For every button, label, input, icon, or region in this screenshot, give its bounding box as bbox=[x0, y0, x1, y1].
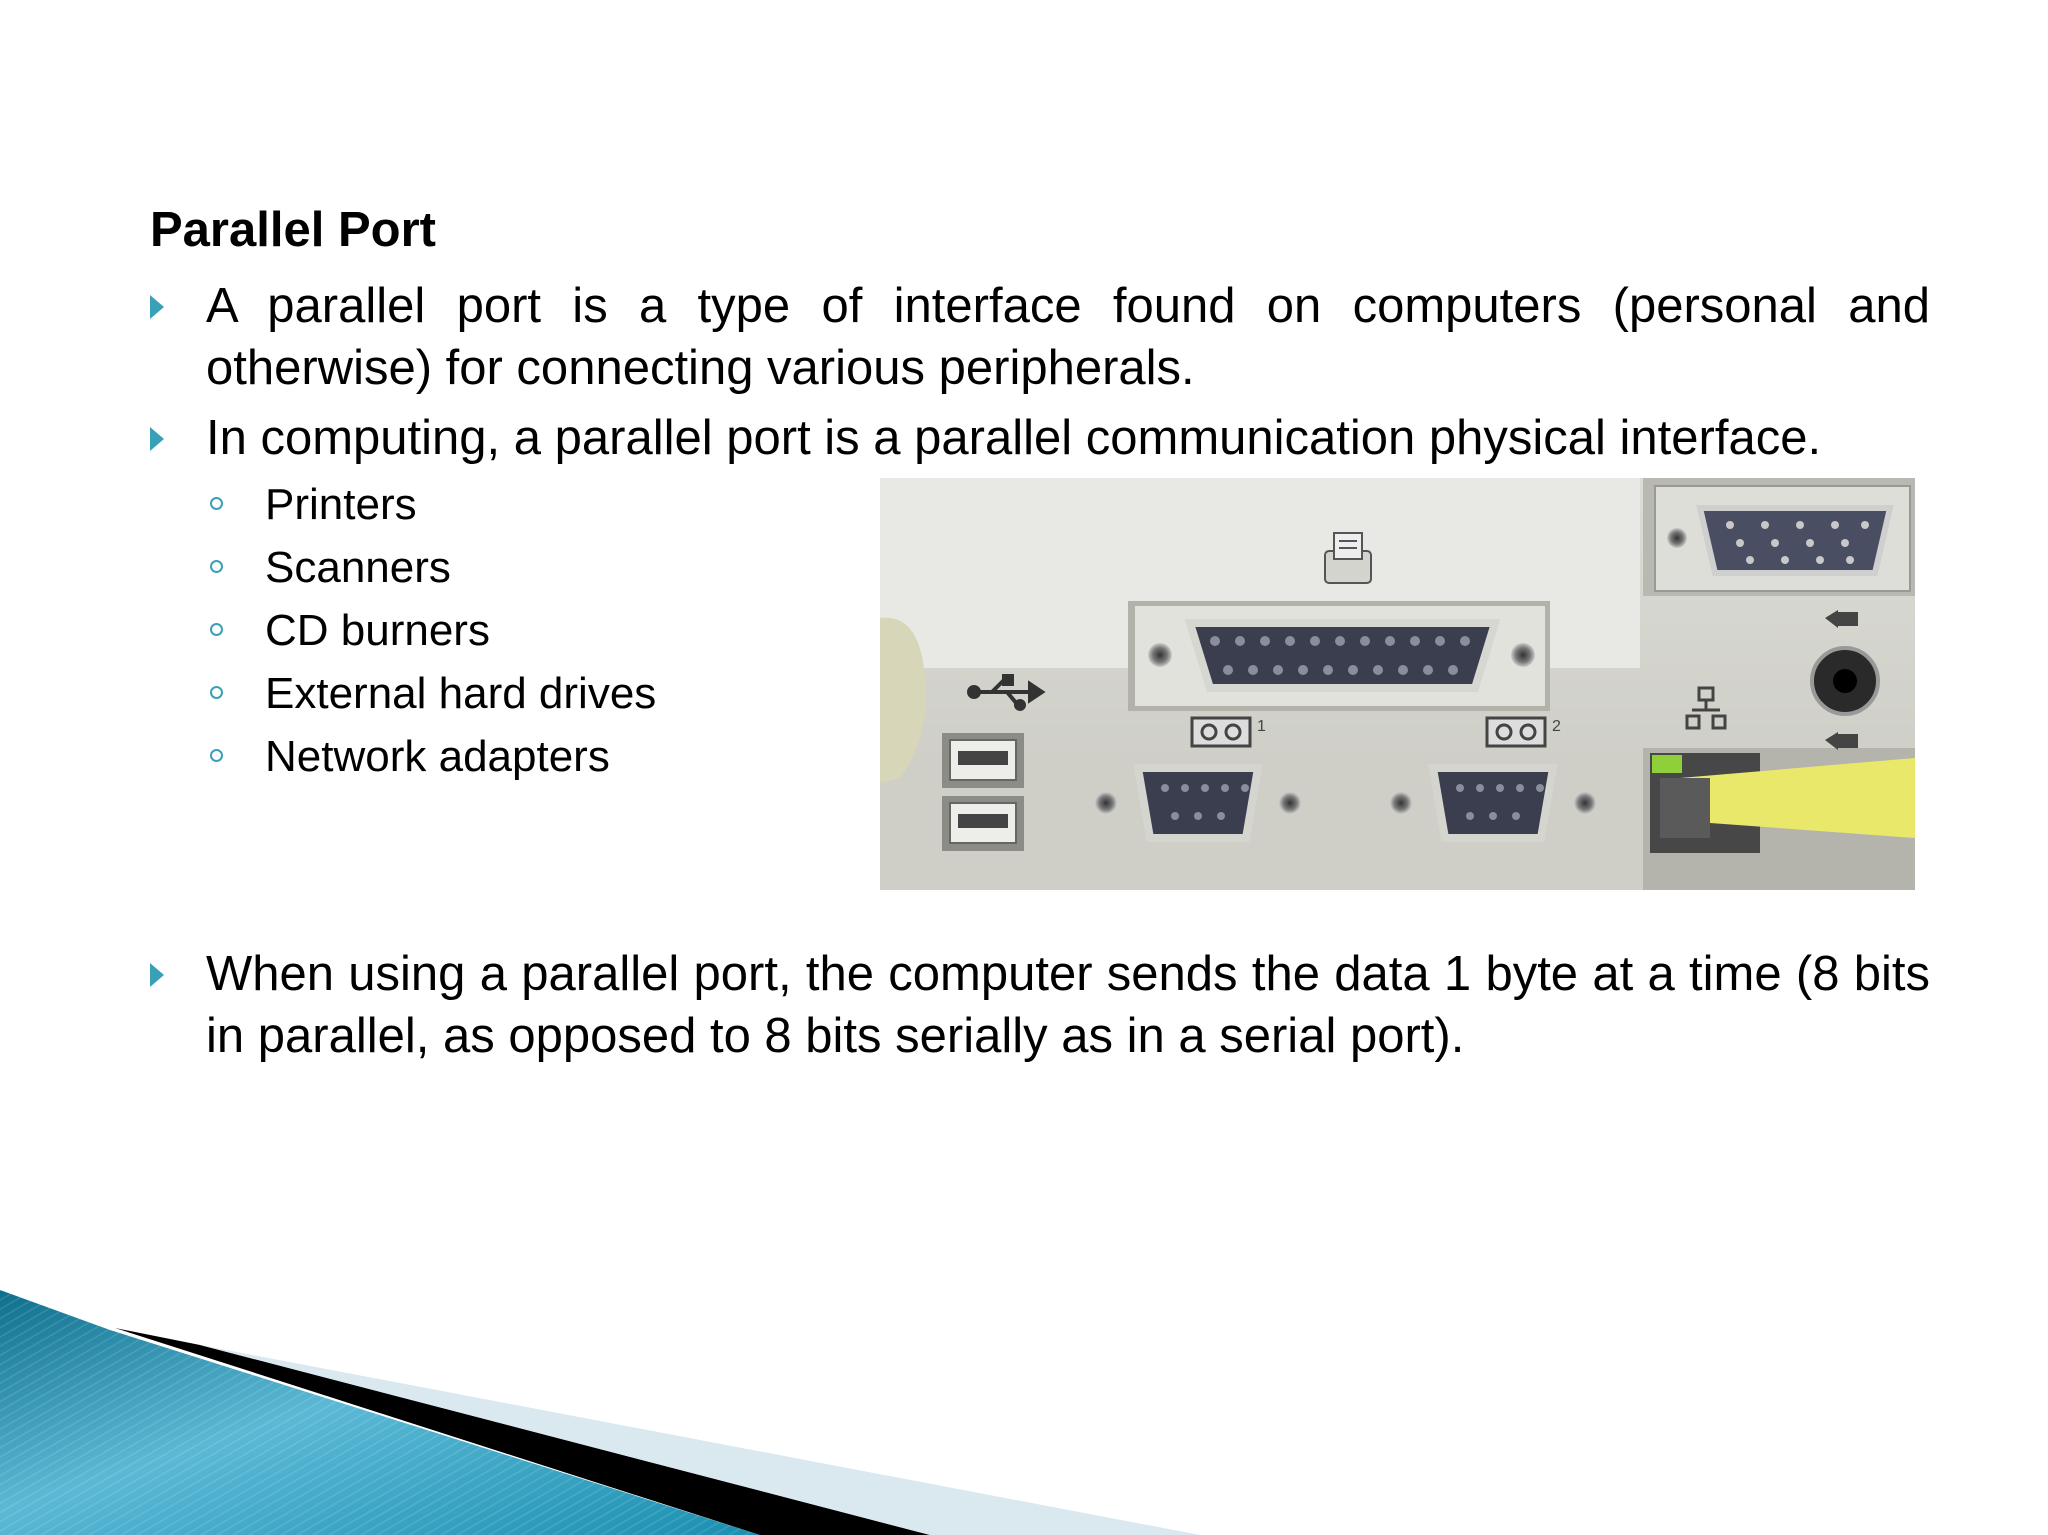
bullet-arrow-icon bbox=[150, 295, 164, 319]
usb-icon bbox=[967, 674, 1046, 711]
sub-bullet-label: Printers bbox=[265, 480, 417, 529]
sub-bullet-label: CD burners bbox=[265, 606, 490, 655]
computer-ports-photo: 1 2 bbox=[880, 478, 1915, 890]
audio-icon bbox=[1825, 610, 1858, 750]
sub-bullet-circle-icon bbox=[210, 686, 223, 699]
bullet-arrow-icon bbox=[150, 427, 164, 451]
sub-bullet-label: External hard drives bbox=[265, 669, 657, 718]
bullet-arrow-icon bbox=[150, 963, 164, 987]
sub-bullet-label: Network adapters bbox=[265, 732, 610, 781]
sub-bullet-item: Printers bbox=[210, 475, 417, 535]
bullet-item: In computing, a parallel port is a paral… bbox=[150, 407, 1930, 469]
sub-bullet-item: Scanners bbox=[210, 538, 451, 598]
serial-port-2-label: 2 bbox=[1552, 718, 1561, 735]
sub-bullet-item: CD burners bbox=[210, 601, 490, 661]
slide-decoration bbox=[0, 1290, 1200, 1535]
serial-port-1-label: 1 bbox=[1257, 718, 1266, 735]
sub-bullet-circle-icon bbox=[210, 560, 223, 573]
sub-bullet-circle-icon bbox=[210, 749, 223, 762]
bullet-text: In computing, a parallel port is a paral… bbox=[206, 411, 1822, 465]
sub-bullet-circle-icon bbox=[210, 497, 223, 510]
bullet-item: A parallel port is a type of interface f… bbox=[150, 275, 1930, 399]
serial-icon bbox=[1190, 716, 1252, 748]
bullet-text: A parallel port is a type of interface f… bbox=[206, 279, 1930, 395]
printer-icon bbox=[1324, 532, 1372, 584]
bullet-text: When using a parallel port, the computer… bbox=[206, 947, 1930, 1063]
sub-bullet-label: Scanners bbox=[265, 543, 451, 592]
bullet-item: When using a parallel port, the computer… bbox=[150, 943, 1930, 1067]
network-icon bbox=[1685, 686, 1727, 730]
sub-bullet-circle-icon bbox=[210, 623, 223, 636]
sub-bullet-item: External hard drives bbox=[210, 664, 656, 724]
slide-title: Parallel Port bbox=[150, 203, 436, 257]
serial-icon bbox=[1485, 716, 1547, 748]
sub-bullet-item: Network adapters bbox=[210, 727, 610, 787]
